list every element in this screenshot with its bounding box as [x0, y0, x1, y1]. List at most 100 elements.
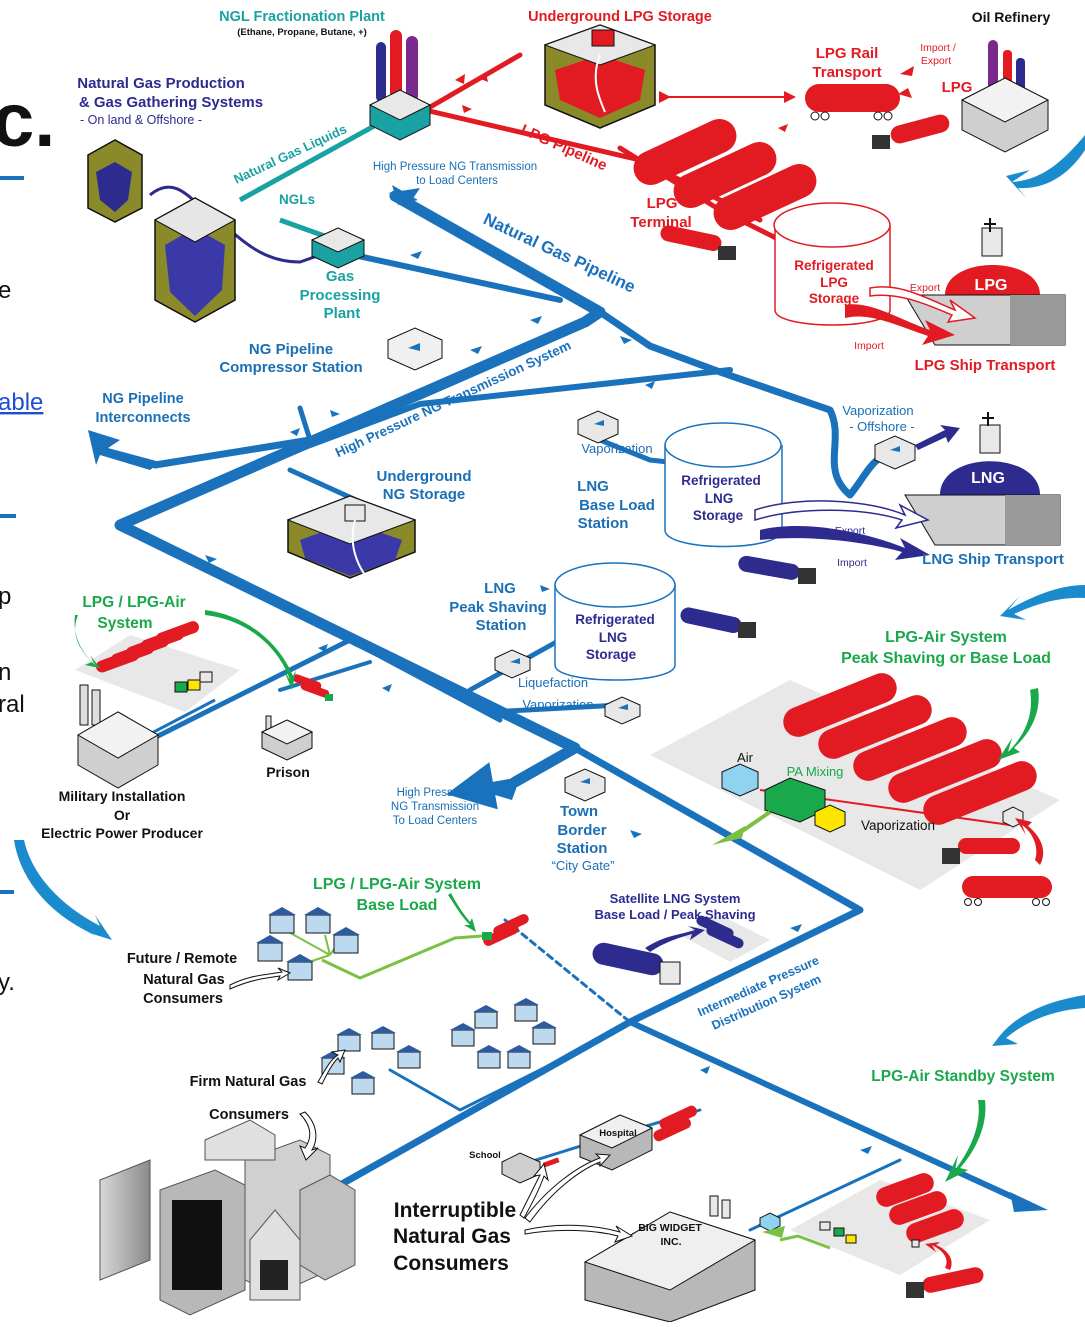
- label-vaporization-offshore-l1: Vaporization: [842, 403, 913, 418]
- label-lpg-air-standby: LPG-Air Standby System: [871, 1068, 1054, 1085]
- city-buildings: [99, 1119, 356, 1316]
- label-underground-ng-l2: NG Storage: [383, 486, 466, 503]
- label-import-export-l1: Import /: [920, 42, 956, 54]
- label-ng-compressor-l1: NG Pipeline: [249, 341, 333, 358]
- label-oil-refinery: Oil Refinery: [972, 9, 1051, 25]
- label-military-l1: Military Installation: [59, 788, 186, 804]
- school-building: [501, 1152, 560, 1184]
- lpg-air-base-load: [284, 914, 529, 980]
- house-icon: [256, 935, 284, 962]
- pipeline-flow-arrows: [88, 185, 1048, 1212]
- cropped-text-fragment: n: [0, 659, 11, 686]
- navy-arrow-icon: [645, 926, 705, 952]
- label-ngl-plant: NGL Fractionation Plant: [219, 9, 385, 25]
- label-refrig-lpg-l3: Storage: [809, 291, 860, 306]
- label-future-remote-l3: Consumers: [143, 991, 223, 1007]
- label-lpg-import: Import: [854, 340, 884, 352]
- military-branch: [147, 637, 503, 743]
- house-icon: [332, 927, 360, 954]
- label-vaporization-lpg-air: Vaporization: [861, 818, 935, 833]
- label-hp-ng-bottom-l2: NG Transmission: [391, 801, 479, 813]
- label-liquefaction: Liquefaction: [518, 675, 588, 690]
- decorative-arrows: [14, 135, 1085, 1046]
- label-production-l1: Natural Gas Production: [77, 75, 245, 92]
- label-vaporization-offshore-l2: - Offshore -: [849, 419, 915, 434]
- label-lpg-export: Export: [910, 282, 940, 294]
- label-interruptible-l1: Interruptible: [394, 1199, 517, 1222]
- label-refrig-lpg-l2: LPG: [820, 275, 848, 290]
- lpg-air-system-prison: [292, 674, 333, 701]
- label-town-border-l1: Town: [560, 803, 598, 820]
- label-ng-interconnects-l2: Interconnects: [95, 410, 190, 426]
- label-gas-processing-l1: Gas: [326, 268, 354, 285]
- label-lng-ship: LNG: [971, 470, 1005, 487]
- label-gas-processing-l2: Processing: [300, 287, 381, 304]
- lpg-air-standby-truck: [906, 1267, 984, 1298]
- cropped-text-fragment: y.: [0, 969, 15, 996]
- label-town-border-l2: Border: [557, 822, 606, 839]
- label-satellite-lng-l1: Satellite LNG System: [610, 891, 741, 906]
- label-lpg-rail-l2: Transport: [812, 64, 881, 81]
- label-lng-baseload-l2: Base Load: [579, 497, 655, 514]
- cropped-heading-fragment: c.: [0, 78, 55, 163]
- lng-ship: [904, 412, 1061, 546]
- house-icon: [304, 907, 332, 934]
- gas-processing-outlet: [337, 249, 563, 303]
- cropped-text-fragment: p: [0, 583, 11, 610]
- edge-rule: [0, 890, 14, 894]
- cropped-left-edge: c. e able p n ral y.: [0, 78, 55, 996]
- red-arrow-icon: [1015, 818, 1044, 865]
- label-pa-mixing: PA Mixing: [787, 764, 844, 779]
- label-lpg-air-peak-l2: Peak Shaving or Base Load: [841, 650, 1051, 667]
- house-icon: [396, 1045, 422, 1069]
- cropped-link-fragment[interactable]: able: [0, 389, 43, 416]
- compressor-station: [387, 327, 443, 371]
- lpg-terminal-truck: [660, 225, 736, 260]
- label-production-l3: - On land & Offshore -: [80, 113, 202, 127]
- label-refrig-lpg-l1: Refrigerated: [794, 258, 874, 273]
- lpg-export-arrow-icon: [869, 286, 977, 323]
- lng-export-arrow-icon: [754, 500, 931, 530]
- label-hp-ng-bottom-l3: To Load Centers: [393, 815, 478, 827]
- label-gas-processing-l3: Plant: [324, 305, 361, 322]
- house-icon: [476, 1045, 502, 1069]
- lng-import-arrow-icon: [760, 526, 930, 560]
- cropped-text-fragment: ral: [0, 691, 25, 718]
- label-refrig-lng-l1: Refrigerated: [681, 473, 761, 488]
- label-school: School: [469, 1150, 501, 1161]
- intermediate-distribution: [627, 1019, 1033, 1208]
- label-air: Air: [737, 750, 754, 765]
- transmission-mainline: [114, 190, 606, 788]
- label-future-remote-l2: Natural Gas: [143, 972, 224, 988]
- town-distribution-main: [336, 744, 864, 1189]
- label-lpg-air-peak-l1: LPG-Air System: [885, 629, 1007, 646]
- label-firm-l2: Consumers: [209, 1107, 289, 1123]
- house-icon: [336, 1028, 362, 1052]
- label-lng-peak-l1: LNG: [484, 580, 516, 597]
- interconnect-arrow-icon: [88, 430, 160, 470]
- satellite-lng-system: [592, 915, 770, 985]
- lpg-truck: [872, 114, 950, 149]
- curved-arrow-icon: [1006, 135, 1085, 198]
- label-lng-peak-l3: Station: [476, 617, 527, 634]
- green-arrow-icon: [998, 688, 1039, 760]
- label-town-border-l3: Station: [557, 840, 608, 857]
- gas-processing-plant: [310, 227, 366, 269]
- house-icon: [531, 1021, 557, 1045]
- label-lpg-rail-l1: LPG Rail: [816, 45, 879, 62]
- underground-ng-storage: [286, 495, 417, 579]
- big-widget-factory: [583, 1195, 757, 1323]
- underground-lpg-storage: [543, 24, 657, 129]
- label-lpg-ship-transport: LPG Ship Transport: [915, 357, 1056, 374]
- label-lpg-terminal-l1: LPG: [647, 195, 678, 212]
- label-lpg-air-system-l1: LPG / LPG-Air: [82, 594, 185, 611]
- house-icon: [513, 998, 539, 1022]
- label-interruptible-l3: Consumers: [393, 1252, 509, 1275]
- label-satellite-lng-l2: Base Load / Peak Shaving: [594, 907, 755, 922]
- label-hospital: Hospital: [599, 1128, 636, 1139]
- refrigerated-lng-tank-baseload: [664, 422, 783, 548]
- label-ngls: NGLs: [279, 192, 315, 207]
- lng-truck-peak: [680, 607, 756, 638]
- house-icon: [506, 1045, 532, 1069]
